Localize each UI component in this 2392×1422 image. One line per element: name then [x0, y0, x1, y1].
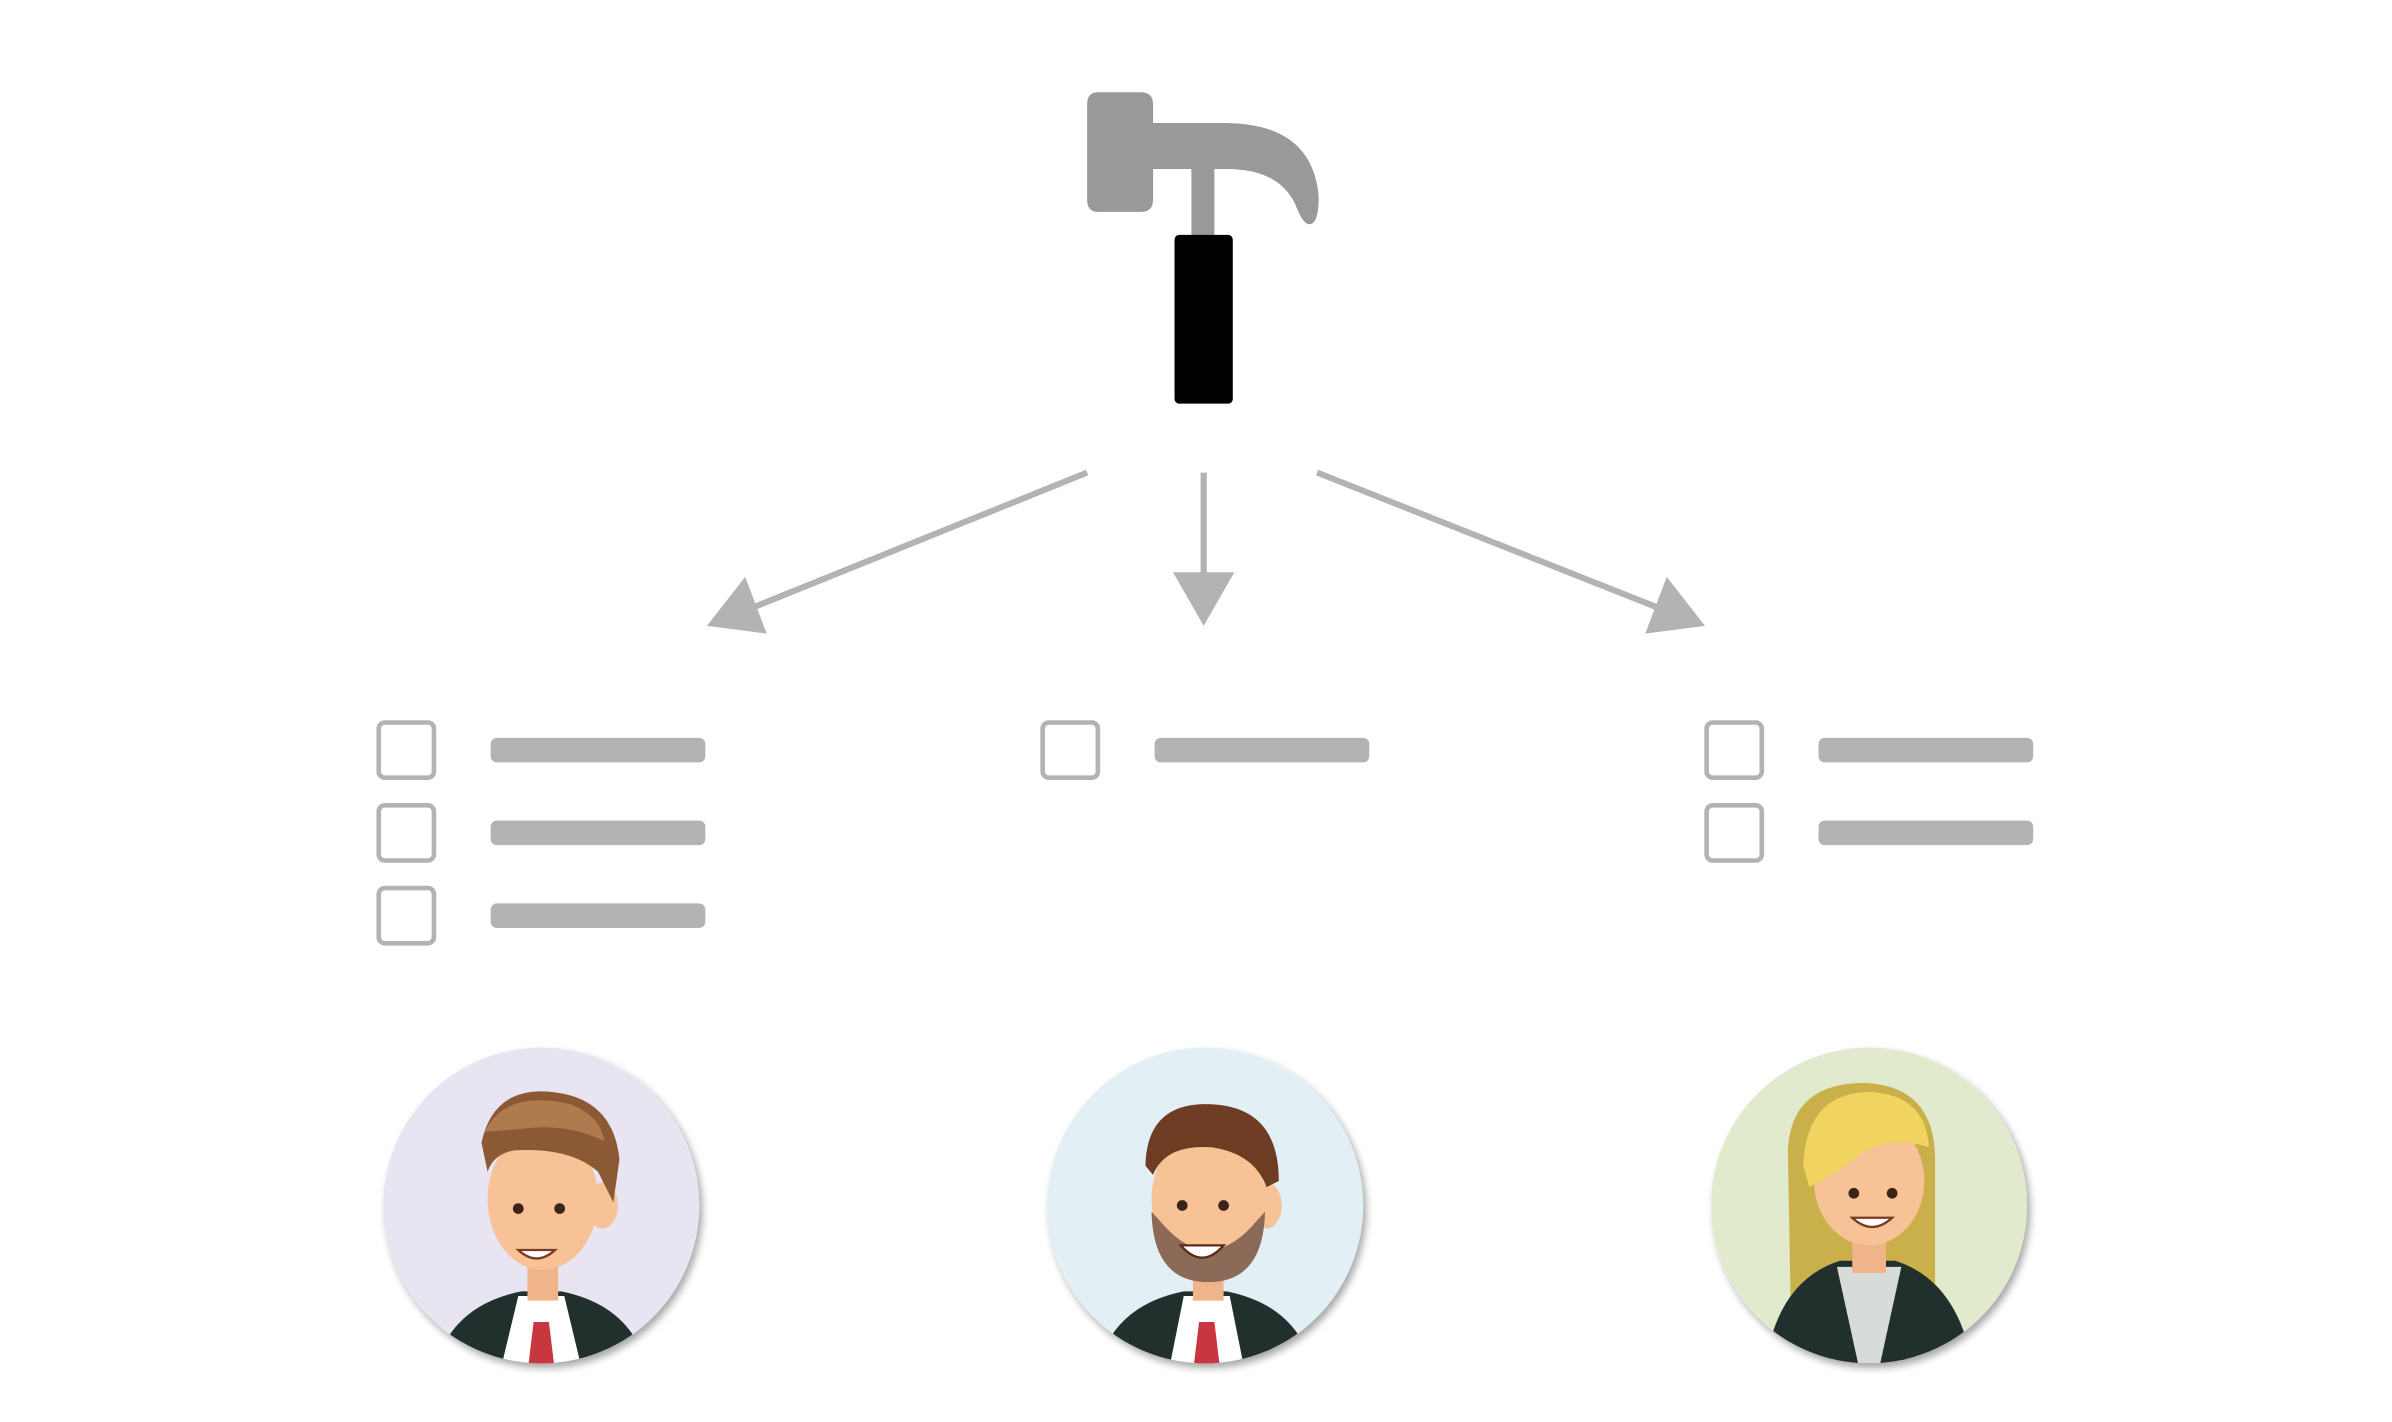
task-line-placeholder: [1818, 820, 2034, 846]
task-list-right: [1704, 720, 2034, 863]
arrow-right: [1316, 469, 1706, 634]
hammer-shaft: [1191, 153, 1215, 246]
task-list-left: [376, 720, 706, 946]
task-line-placeholder: [490, 820, 706, 846]
hammer-head: [1087, 92, 1319, 225]
hammer-icon: [1087, 92, 1319, 404]
task-checkbox: [1704, 803, 1765, 863]
task-line-placeholder: [1154, 737, 1370, 763]
task-line-placeholder: [490, 903, 706, 928]
arrow-center: [1173, 472, 1235, 626]
hammer-handle: [1174, 234, 1233, 404]
task-checkbox: [376, 720, 437, 781]
task-lists: [376, 720, 2034, 946]
arrow-left: [706, 469, 1089, 634]
task-checkbox: [376, 803, 437, 863]
task-line-placeholder: [490, 737, 706, 763]
task-checkbox: [1040, 720, 1101, 781]
avatar-right: [1711, 1047, 2028, 1364]
avatar-center: [1047, 1047, 1364, 1364]
woman-avatar-icon: [1763, 1082, 1975, 1364]
avatar-left: [383, 1047, 700, 1364]
task-line-placeholder: [1818, 737, 2034, 763]
task-checkbox: [376, 885, 437, 946]
task-list-center: [1040, 720, 1370, 781]
task-checkbox: [1704, 720, 1765, 781]
distribution-arrows: [706, 469, 1706, 634]
